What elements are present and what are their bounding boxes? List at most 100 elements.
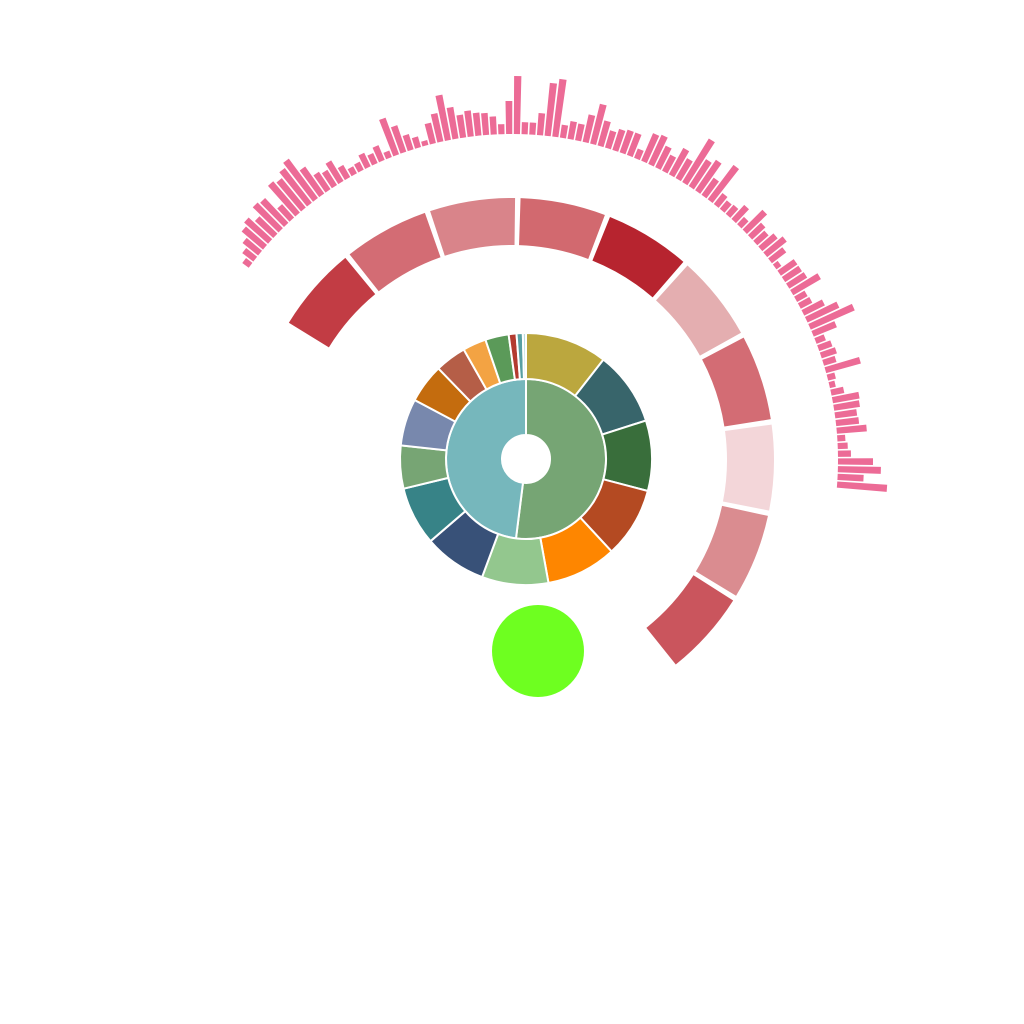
radial-bar-98 <box>830 386 845 396</box>
radial-bar-105 <box>837 442 848 450</box>
radial-bar-10 <box>267 181 300 217</box>
arc-segment-6 <box>656 265 742 356</box>
radial-bar-31 <box>430 112 444 143</box>
radial-bar-91 <box>814 334 826 344</box>
radial-bar-93 <box>819 347 837 359</box>
arc-segment-4 <box>519 198 605 259</box>
arc-segment-10 <box>646 575 734 665</box>
radial-bar-103 <box>836 424 867 434</box>
radial-bar-52 <box>597 120 611 148</box>
radial-bar-44 <box>536 113 546 136</box>
radial-bar-48 <box>567 121 577 140</box>
radial-bar-37 <box>481 112 490 136</box>
arc-segment-3 <box>430 198 516 256</box>
radial-bar-1 <box>242 257 253 268</box>
radial-bar-chart <box>241 76 888 492</box>
radial-bar-51 <box>590 103 607 146</box>
radial-bar-68 <box>707 164 740 204</box>
radial-bar-32 <box>435 94 451 141</box>
radial-bar-79 <box>768 247 787 264</box>
radial-bar-45 <box>544 82 558 137</box>
radial-bar-61 <box>662 154 677 174</box>
radial-bar-7 <box>252 202 283 233</box>
radial-bar-60 <box>655 145 672 170</box>
radial-bar-19 <box>347 166 357 177</box>
radial-bar-75 <box>747 222 766 240</box>
radial-bar-69 <box>713 192 728 208</box>
radial-bar-33 <box>446 106 459 140</box>
sunburst-chart <box>399 331 653 586</box>
radial-bar-101 <box>834 409 858 419</box>
radial-bar-73 <box>737 216 749 229</box>
radial-bar-42 <box>521 122 529 135</box>
radial-bar-88 <box>804 301 840 323</box>
arc-segment-7 <box>702 337 771 427</box>
radial-bar-106 <box>837 450 851 457</box>
radial-bar-20 <box>354 161 364 173</box>
radial-bar-58 <box>641 133 660 164</box>
radial-bar-95 <box>824 356 861 374</box>
radial-bar-34 <box>456 114 467 139</box>
radial-bar-74 <box>742 209 768 234</box>
radial-bar-90 <box>811 321 837 337</box>
radial-bar-29 <box>421 140 429 147</box>
radial-bar-36 <box>472 112 482 137</box>
radial-bar-15 <box>313 171 331 193</box>
radial-bar-62 <box>668 147 690 178</box>
radial-bar-67 <box>701 177 719 199</box>
radial-bar-50 <box>582 114 596 144</box>
radial-bar-9 <box>277 204 295 222</box>
radial-bar-92 <box>817 340 833 352</box>
radial-bar-109 <box>837 473 864 482</box>
radial-bar-18 <box>337 164 351 181</box>
radial-bar-77 <box>758 233 778 252</box>
radial-bar-85 <box>794 290 808 302</box>
radial-bar-87 <box>801 299 825 316</box>
arc-segment-5 <box>592 217 684 298</box>
radial-bar-2 <box>242 248 258 262</box>
radial-bar-107 <box>837 458 874 466</box>
radial-bar-24 <box>383 150 392 160</box>
radial-bar-65 <box>688 159 712 190</box>
radial-bar-17 <box>325 160 344 185</box>
radial-bar-21 <box>358 152 371 169</box>
radial-bar-12 <box>279 167 312 207</box>
radial-bar-30 <box>424 122 436 145</box>
radial-bar-83 <box>786 272 808 289</box>
radial-bar-5 <box>244 217 273 244</box>
radial-bar-38 <box>489 116 497 135</box>
radial-bar-86 <box>797 297 813 309</box>
radial-bar-8 <box>260 197 289 228</box>
radial-bar-96 <box>826 372 836 381</box>
arc-segment-9 <box>695 505 768 596</box>
radial-bar-26 <box>390 125 407 154</box>
radial-bar-49 <box>575 123 585 142</box>
radial-bar-72 <box>731 204 750 224</box>
radial-bar-59 <box>648 134 668 167</box>
radial-bar-40 <box>505 101 513 135</box>
radial-bar-4 <box>241 226 268 250</box>
radial-bar-47 <box>559 124 569 139</box>
radial-bar-3 <box>242 237 263 256</box>
bubble-point-1 <box>492 605 584 697</box>
radial-bar-16 <box>321 169 338 189</box>
radial-bar-100 <box>833 400 860 411</box>
radial-bar-99 <box>831 391 860 404</box>
radial-bar-63 <box>675 158 693 182</box>
radial-bar-11 <box>276 178 306 212</box>
radial-bar-22 <box>367 152 378 166</box>
radial-bar-41 <box>513 76 522 135</box>
radial-bar-108 <box>837 466 881 474</box>
radial-bar-55 <box>619 129 634 155</box>
radial-bar-46 <box>552 78 567 138</box>
radial-bar-43 <box>529 122 537 135</box>
arc-segment-2 <box>349 212 441 292</box>
radial-bar-71 <box>725 204 739 218</box>
radial-bar-89 <box>808 303 855 330</box>
radial-bar-82 <box>781 265 802 283</box>
radial-bar-53 <box>604 130 617 150</box>
radial-bar-84 <box>790 273 821 296</box>
radial-bar-25 <box>379 117 400 157</box>
radial-bar-27 <box>402 133 414 152</box>
